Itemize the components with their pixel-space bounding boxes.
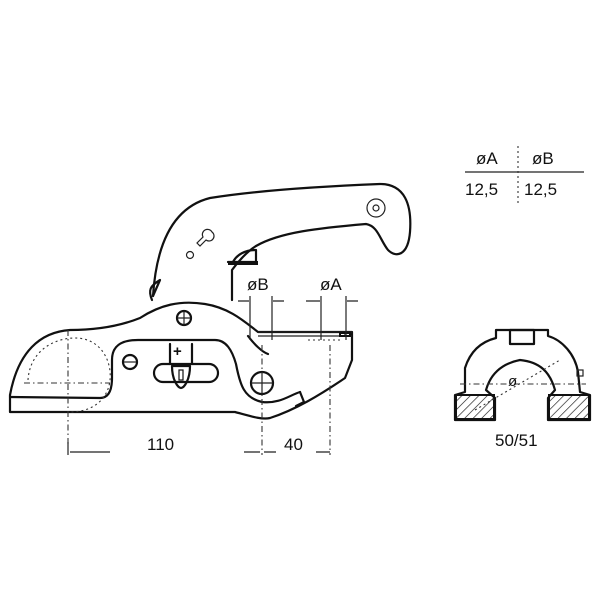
- dimension-lines: [67, 296, 358, 455]
- diameter-b-label: øB: [247, 275, 269, 294]
- keyhole-icon: [196, 228, 215, 247]
- handle-pivot-icon: [366, 198, 386, 218]
- coupling-body: [8, 278, 354, 455]
- table-cell-diameter-a-value: 12,5: [465, 180, 499, 199]
- table-cell-diameter-b-value: 12,5: [524, 180, 558, 199]
- table-header-diameter-a: øA: [476, 149, 498, 168]
- section-view: ø: [453, 328, 592, 422]
- section-diameter-symbol: ø: [508, 373, 517, 390]
- spec-table-lines: [465, 146, 584, 204]
- section-label: 50/51: [495, 431, 538, 450]
- spec-table: øA øB 12,5 12,5: [462, 144, 584, 204]
- plus-marker: +: [173, 343, 182, 360]
- diameter-a-label: øA: [320, 275, 342, 294]
- offset-dimension-40: 40: [284, 435, 303, 454]
- handle-wear-indicator: [228, 261, 258, 265]
- minus-marker-icon: [121, 353, 139, 371]
- length-dimension-110: 110: [147, 435, 175, 454]
- table-header-diameter-b: øB: [532, 149, 554, 168]
- coupling-handle: [151, 182, 412, 302]
